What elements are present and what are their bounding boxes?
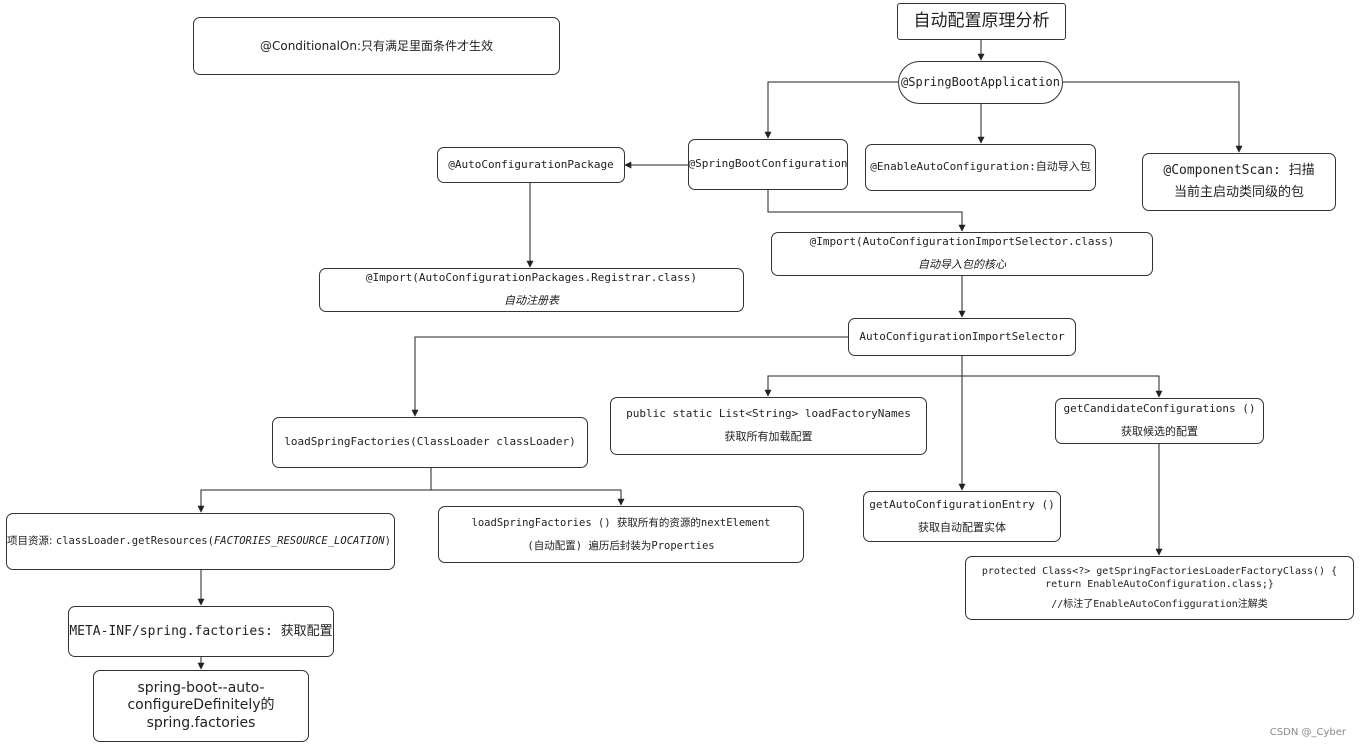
connector-selector-to-load (411, 336, 848, 417)
component-scan-line2: 当前主启动类同级的包 (1173, 185, 1304, 200)
spring-boot-application-label: @SpringBootApplication (901, 75, 1060, 90)
get-auto-configuration-entry-line2: 获取自动配置实体 (918, 520, 1006, 534)
spring-boot-configuration-label: @SpringBootConfiguration (688, 157, 848, 171)
load-spring-factories-node: loadSpringFactories(ClassLoader classLoa… (272, 417, 588, 468)
auto-configuration-import-selector-label: AutoConfigurationImportSelector (859, 329, 1065, 343)
connector-selector-to-candidates (962, 375, 1163, 398)
component-scan-node: @ComponentScan: 扫描 当前主启动类同级的包 (1142, 153, 1336, 211)
factory-class-line1b: return EnableAutoConfiguration.class;} (1045, 579, 1274, 591)
import-registrar-line2: 自动注册表 (504, 294, 559, 307)
load-factory-names-node: public static List<String> loadFactoryNa… (610, 397, 927, 455)
diagram-title: 自动配置原理分析 (913, 11, 1050, 32)
connector-load-to-resources (197, 468, 432, 513)
spring-boot-application-node: @SpringBootApplication (898, 61, 1063, 104)
connector-app-to-scan (1063, 81, 1243, 153)
title-box: 自动配置原理分析 (897, 3, 1066, 40)
project-resources-close: ) (384, 535, 391, 548)
project-resources-arg: FACTORIES_RESOURCE_LOCATION (213, 535, 385, 548)
meta-inf-label: META-INF/spring.factories: 获取配置 (69, 623, 333, 639)
connector-selector-branch (764, 356, 963, 397)
project-resources-node: 项目资源: classLoader.getResources(FACTORIES… (6, 513, 395, 570)
get-auto-configuration-entry-line1: getAutoConfigurationEntry () (869, 497, 1055, 511)
factory-class-line1a: protected Class<?> getSpringFactoriesLoa… (981, 565, 1338, 577)
enable-auto-configuration-node: @EnableAutoConfiguration:自动导入包 (865, 144, 1096, 191)
autoconfigure-line2: configureDefinitely的 (127, 697, 275, 714)
enable-auto-configuration-label: @EnableAutoConfiguration:自动导入包 (870, 160, 1091, 174)
load-factory-names-line1: public static List<String> loadFactoryNa… (626, 407, 911, 421)
auto-configuration-package-node: @AutoConfigurationPackage (437, 147, 625, 183)
get-auto-configuration-entry-node: getAutoConfigurationEntry () 获取自动配置实体 (863, 491, 1061, 542)
project-resources-prefix: 项目资源: (7, 535, 56, 548)
connector-sbconfig-to-import (767, 190, 966, 232)
autoconfigure-line1: spring-boot--auto- (137, 679, 265, 696)
factory-class-line2: //标注了EnableAutoConfigguration注解类 (1051, 598, 1268, 610)
meta-inf-node: META-INF/spring.factories: 获取配置 (68, 606, 334, 657)
load-factories-next-element-node: loadSpringFactories () 获取所有的资源的nextEleme… (438, 506, 804, 563)
project-resources-line: 项目资源: classLoader.getResources(FACTORIES… (7, 534, 391, 548)
conditional-on-text: @ConditionalOn:只有满足里面条件才生效 (259, 38, 494, 53)
component-scan-line1: @ComponentScan: 扫描 (1163, 163, 1315, 179)
load-spring-factories-label: loadSpringFactories(ClassLoader classLoa… (284, 435, 576, 449)
auto-configuration-package-label: @AutoConfigurationPackage (448, 157, 614, 171)
spring-boot-configuration-node: @SpringBootConfiguration (688, 139, 848, 190)
connector-load-to-nextelement (431, 489, 625, 506)
next-element-line1: loadSpringFactories () 获取所有的资源的nextEleme… (471, 517, 771, 530)
import-selector-line2: 自动导入包的核心 (918, 258, 1006, 271)
import-registrar-line1: @Import(AutoConfigurationPackages.Regist… (365, 271, 698, 285)
connector-app-to-sbconfig (764, 81, 898, 139)
auto-configuration-import-selector-node: AutoConfigurationImportSelector (848, 318, 1076, 356)
import-selector-node: @Import(AutoConfigurationImportSelector.… (771, 232, 1153, 276)
spring-boot-autoconfigure-node: spring-boot--auto- configureDefinitely的 … (93, 670, 309, 742)
load-factory-names-line2: 获取所有加载配置 (724, 430, 813, 443)
get-spring-factories-loader-factory-class-node: protected Class<?> getSpringFactoriesLoa… (965, 556, 1354, 620)
get-candidate-configurations-line2: 获取候选的配置 (1121, 425, 1198, 438)
get-candidate-configurations-node: getCandidateConfigurations () 获取候选的配置 (1055, 398, 1264, 444)
project-resources-code: classLoader.getResources( (55, 535, 214, 548)
import-selector-line1: @Import(AutoConfigurationImportSelector.… (809, 235, 1115, 249)
conditional-on-note: @ConditionalOn:只有满足里面条件才生效 (193, 17, 560, 75)
get-candidate-configurations-line1: getCandidateConfigurations () (1063, 402, 1256, 416)
next-element-line2: (自动配置) 遍历后封装为Properties (527, 539, 715, 552)
watermark: CSDN @_Cyber (1269, 727, 1346, 738)
import-registrar-node: @Import(AutoConfigurationPackages.Regist… (319, 268, 744, 312)
autoconfigure-line3: spring.factories (146, 714, 256, 731)
